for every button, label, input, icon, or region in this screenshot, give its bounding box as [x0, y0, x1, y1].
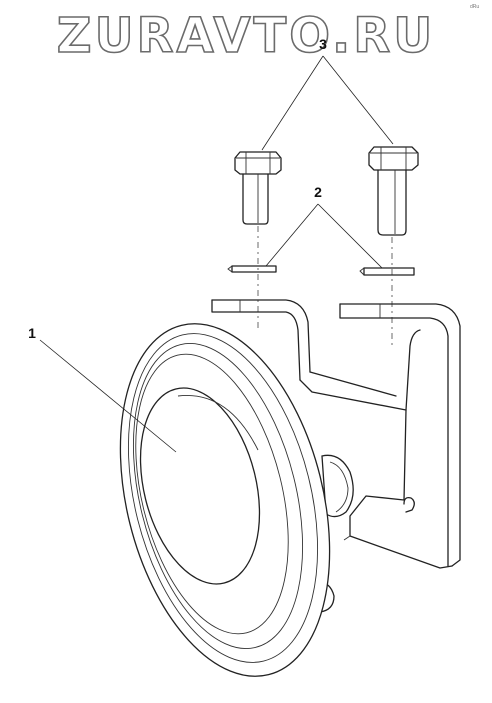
- bolt-left: [234, 151, 282, 225]
- callout-1-label: 1: [28, 325, 36, 341]
- callout-washers: 2: [265, 184, 383, 269]
- bolt-right: [368, 146, 419, 236]
- washer-right: [359, 267, 415, 276]
- mounting-bracket: [211, 299, 461, 569]
- callout-horn: 1: [28, 325, 177, 453]
- corner-mark: dRu: [470, 4, 479, 10]
- callout-2-label: 2: [314, 184, 322, 200]
- watermark-text: ZURAVTO.RU: [57, 8, 435, 64]
- callout-bolts: 3: [261, 36, 394, 151]
- washer-left: [227, 265, 277, 273]
- horn: [119, 323, 354, 677]
- callout-3-label: 3: [319, 36, 327, 52]
